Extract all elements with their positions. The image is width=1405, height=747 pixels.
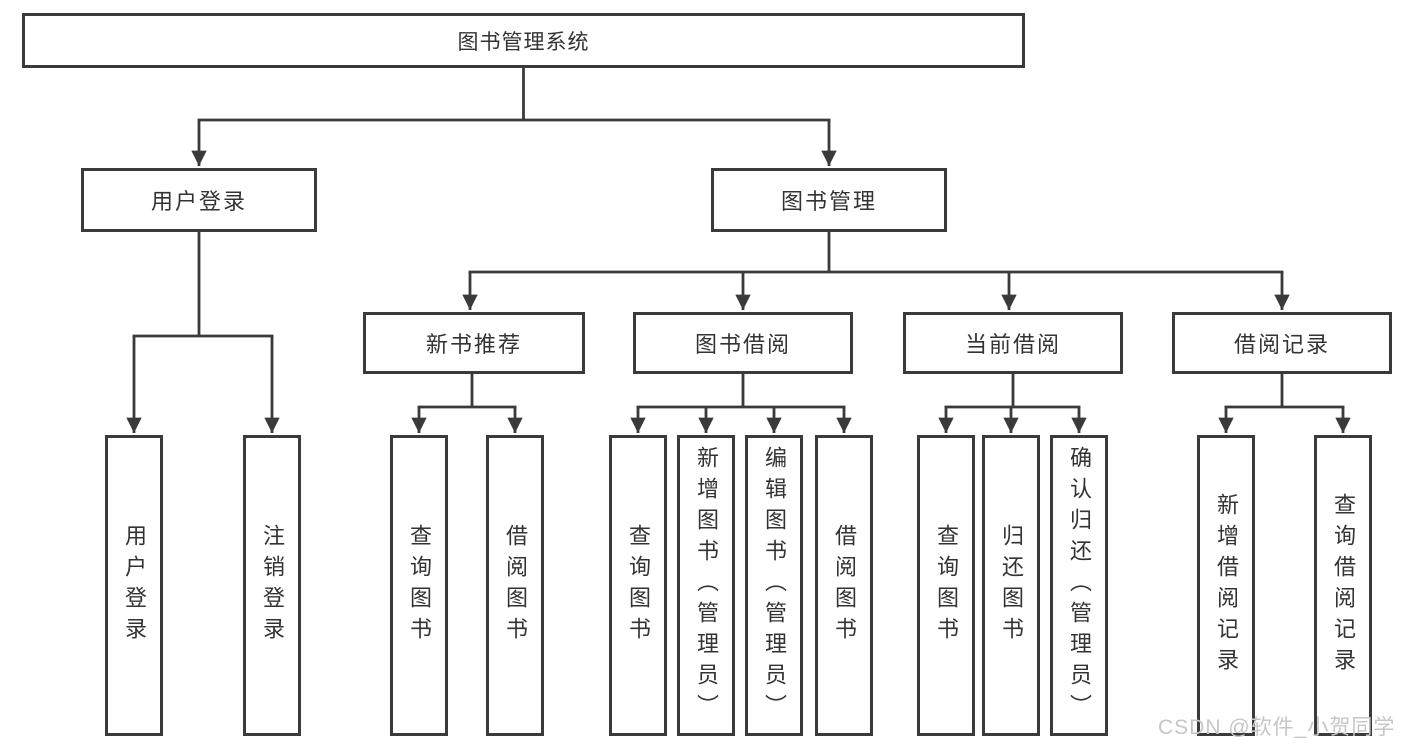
- csdn-watermark: CSDN @软件_小贺同学: [1158, 716, 1396, 739]
- leaf-return-book: 归还图书: [982, 435, 1040, 736]
- leaf-add-book-admin: 新增图书（管理员）: [677, 435, 735, 736]
- node-borrowing-records: 借阅记录: [1172, 312, 1392, 374]
- leaf-edit-book-admin: 编辑图书（管理员）: [745, 435, 803, 736]
- node-new-book-recommendation: 新书推荐: [363, 312, 585, 374]
- leaf-query-books-recommend: 查询图书: [390, 435, 448, 736]
- node-current-borrowing: 当前借阅: [903, 312, 1123, 374]
- leaf-logout: 注销登录: [243, 435, 301, 736]
- leaf-borrow-books-recommend: 借阅图书: [486, 435, 544, 736]
- leaf-add-borrow-record: 新增借阅记录: [1197, 435, 1255, 736]
- leaf-query-books-current: 查询图书: [917, 435, 975, 736]
- leaf-borrow-books: 借阅图书: [815, 435, 873, 736]
- node-user-login: 用户登录: [81, 168, 317, 232]
- node-book-management: 图书管理: [711, 168, 947, 232]
- leaf-user-login: 用户登录: [105, 435, 163, 736]
- leaf-query-books-borrow: 查询图书: [609, 435, 667, 736]
- node-book-borrowing: 图书借阅: [633, 312, 853, 374]
- node-system-root: 图书管理系统: [22, 13, 1025, 68]
- leaf-confirm-return-admin: 确认归还（管理员）: [1050, 435, 1108, 736]
- leaf-query-borrow-record: 查询借阅记录: [1314, 435, 1372, 736]
